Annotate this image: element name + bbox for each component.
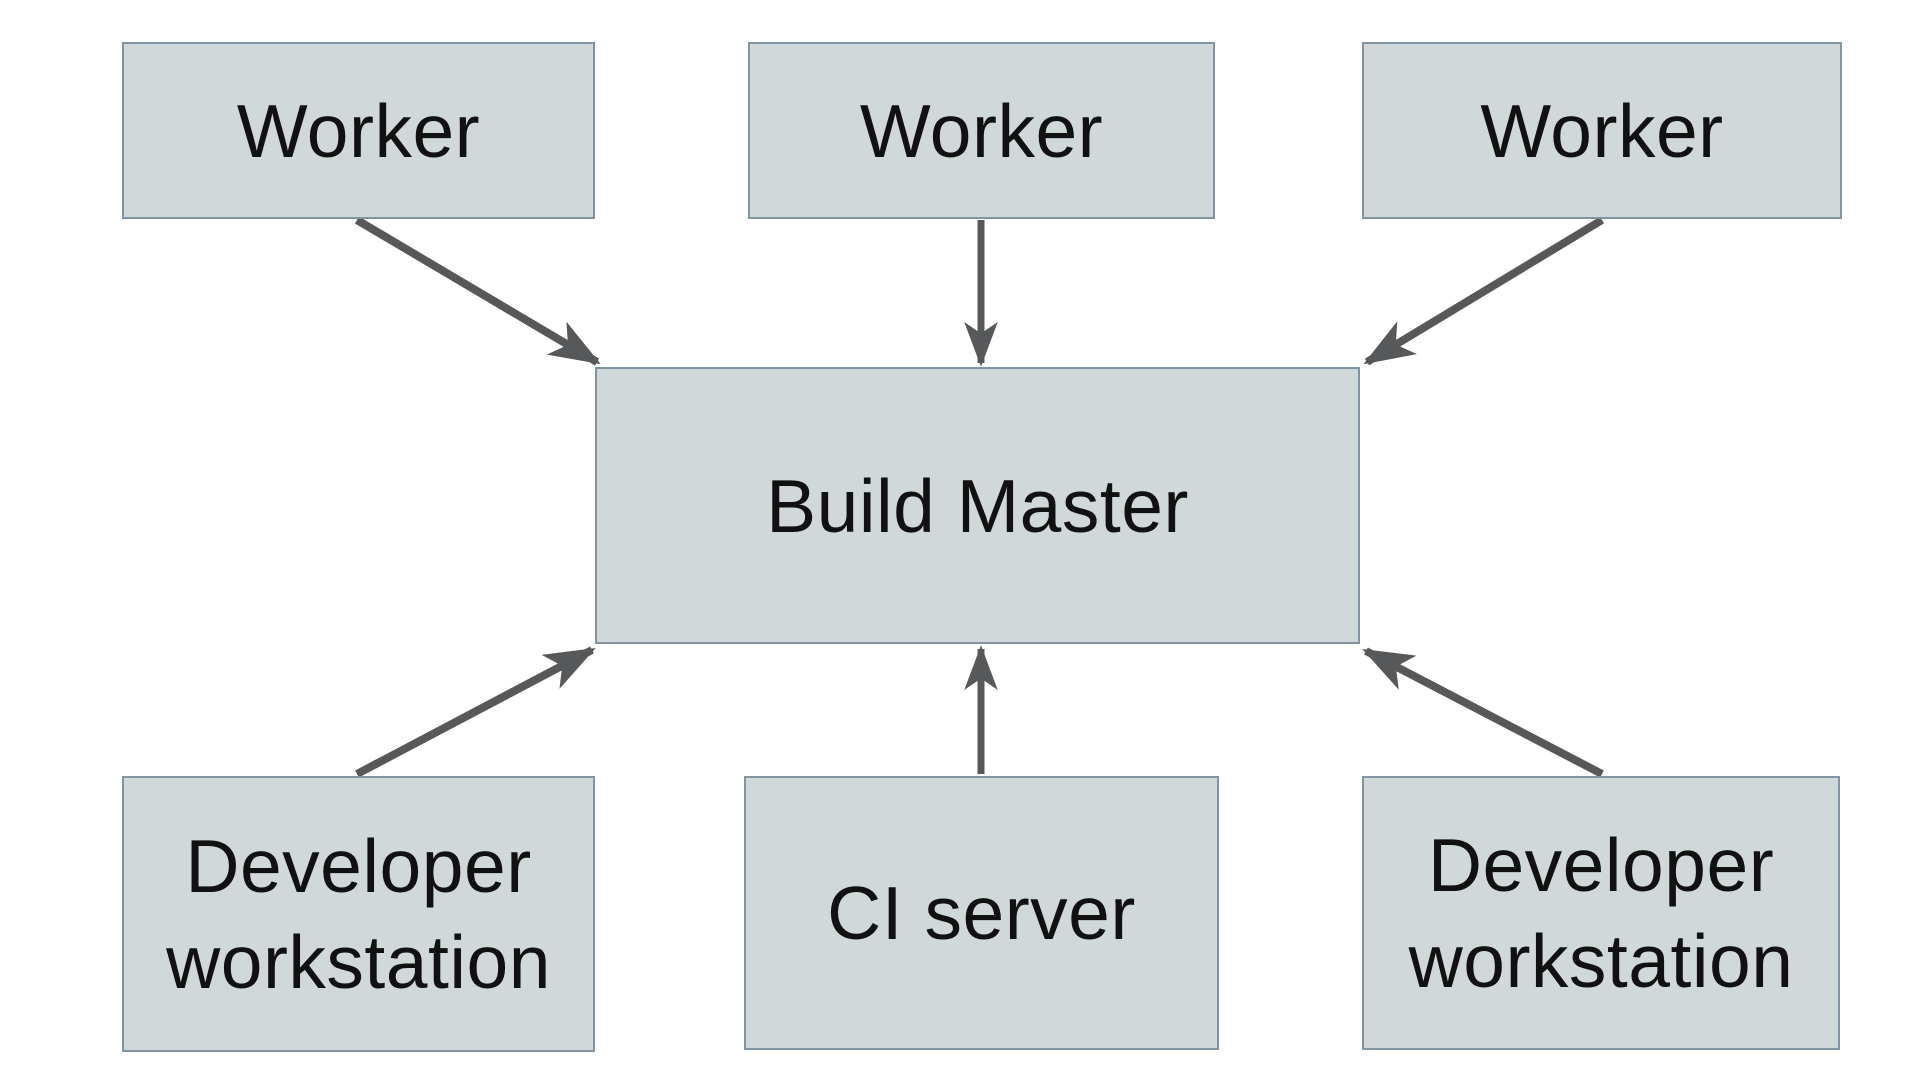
node-developer-workstation-2-label: Developer workstation xyxy=(1408,823,1794,1003)
node-ci-server-label: CI server xyxy=(827,871,1136,955)
arrow-dev-workstation2-to-build-master xyxy=(1362,647,1604,778)
node-worker-1-label: Worker xyxy=(236,88,481,173)
node-worker-2-label: Worker xyxy=(859,88,1104,173)
node-worker-3: Worker xyxy=(1362,42,1842,219)
node-developer-workstation-1-label: Developer workstation xyxy=(166,824,551,1004)
node-worker-1: Worker xyxy=(122,42,595,219)
node-worker-2: Worker xyxy=(748,42,1215,219)
node-developer-workstation-1: Developer workstation xyxy=(122,776,595,1052)
node-build-master-label: Build Master xyxy=(766,463,1189,548)
node-developer-workstation-2: Developer workstation xyxy=(1362,776,1840,1050)
arrow-worker3-to-build-master xyxy=(1363,216,1605,366)
node-worker-3-label: Worker xyxy=(1480,88,1724,173)
node-ci-server: CI server xyxy=(744,776,1219,1050)
node-build-master: Build Master xyxy=(595,367,1360,644)
arrow-worker1-to-build-master xyxy=(354,216,601,366)
arrow-dev-workstation1-to-build-master xyxy=(355,646,596,778)
